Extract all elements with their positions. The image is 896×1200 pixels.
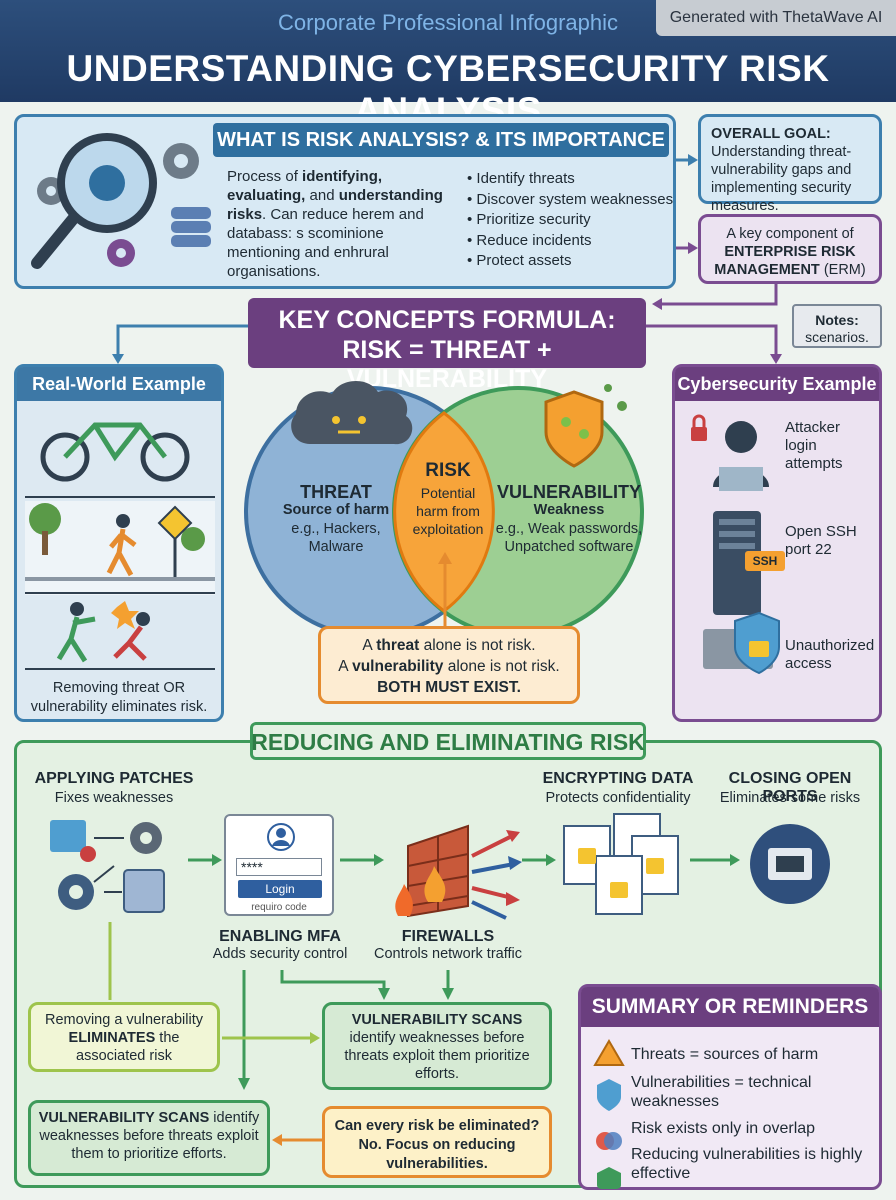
mfa-window: **** Login requiro code [224,814,334,916]
question-box: Can every risk be eliminated? No. Focus … [322,1106,552,1178]
what-is-description: Process of identifying, evaluating, and … [227,168,443,280]
what-is-title: WHAT IS RISK ANALYSIS? & ITS IMPORTANCE [217,129,665,151]
overall-goal-box: OVERALL GOAL: Understanding threat-vulne… [698,114,882,214]
real-world-panel: Real-World Example Removing threat OR vu… [14,364,224,722]
summary-panel: SUMMARY OR REMINDERS Threats = sources o… [578,984,882,1190]
risk-subtitle: Potential harm from exploitation [412,485,484,537]
ports-title: CLOSING OPEN PORTS [728,770,852,805]
cyber-item-access: Unauthorized access [785,637,875,672]
summary-title-bar [581,987,879,1027]
summary-title: SUMMARY OR REMINDERS [591,995,869,1018]
threat-subtitle: Source of harm [282,502,390,518]
user-icon [267,823,295,851]
generator-badge: Generated with ThetaWave AI [656,0,896,36]
venn-diagram [244,380,644,638]
vulnerability-scans-box-2: VULNERABILITY SCANS identify weaknesses … [28,1100,270,1176]
bicycle-pedestrian-icon [25,422,215,670]
formula-line1: KEY CONCEPTS FORMULA: [278,306,616,334]
risk-callout: A threat alone is not risk. A vulnerabil… [318,626,580,704]
vulnerability-title: VULNERABILITY [497,482,641,502]
risk-title: RISK [425,460,471,481]
top-connectors [112,154,782,364]
threat-example: e.g., Hackers, Malware [291,521,381,555]
reducing-title: REDUCING AND ELIMINATING RISK [251,729,645,755]
firewall-subtitle: Controls network traffic [373,946,522,962]
patches-icon [50,820,165,913]
summary-item: Reducing vulnerabilities is highly effec… [631,1146,863,1182]
mfa-password-field[interactable]: **** [236,858,322,876]
ssh-tag: SSH [745,551,785,571]
mfa-code-label: requiro code [251,902,307,913]
mfa-login-button[interactable]: Login [238,880,322,898]
callout-arrow [438,552,452,628]
real-world-title-bar [17,367,221,401]
arrow-4 [690,854,740,866]
bullet-item: Prioritize security [467,210,677,231]
patches-subtitle: Fixes weaknesses [54,790,174,806]
encrypted-files-icon [563,813,679,915]
threat-title: THREAT [300,482,372,502]
bullet-item: Reduce incidents [467,231,677,252]
vulnerability-subtitle: Weakness [533,502,605,518]
arrow-2 [340,854,384,866]
cyber-icons [691,414,780,675]
cyber-example-panel: Cybersecurity Example SSH Attacker login… [672,364,882,722]
formula-banner [248,298,646,368]
what-is-bullets: Identify threats Discover system weaknes… [467,169,677,272]
patches-title: APPLYING PATCHES [34,770,194,787]
arrow-1 [188,854,222,866]
summary-icons [593,1039,625,1189]
summary-item: Risk exists only in overlap [631,1120,816,1137]
reducing-title-bar [250,722,646,760]
bullet-item: Identify threats [467,169,677,190]
lower-connectors [108,922,454,1146]
cyber-title: Cybersecurity Example [677,374,877,394]
bullet-item: Protect assets [467,251,677,272]
cyber-item-login: Attacker login attempts [785,419,843,472]
firewall-title: FIREWALLS [401,928,495,945]
arrow-3 [522,854,556,866]
magnifier-gears-icon [31,133,211,269]
notes-box: Notes:scenarios. [792,304,882,348]
encrypt-subtitle: Protects confidentiality [545,790,691,806]
encrypt-title: ENCRYPTING DATA [542,770,694,787]
real-world-caption: Removing threat OR vulnerability elimina… [30,680,208,715]
summary-item: Threats = sources of harm [631,1046,819,1063]
mfa-title: ENABLING MFA [219,928,341,945]
what-is-title-bar [213,123,669,157]
network-port-icon [750,824,830,904]
cyber-title-bar [675,367,879,401]
vulnerability-example: e.g., Weak passwords, Unpatched software [495,521,643,555]
bullet-item: Discover system weaknesses [467,190,677,211]
cyber-item-ssh: Open SSH port 22 [785,523,857,558]
subtitle: Corporate Professional Infographic [278,10,618,35]
summary-item: Vulnerabilities = technical weaknesses [631,1074,812,1110]
mfa-subtitle: Adds security control [212,946,348,962]
real-world-title: Real-World Example [32,374,206,394]
what-is-panel: WHAT IS RISK ANALYSIS? & ITS IMPORTANCE … [14,114,676,289]
firewall-icon [395,824,522,920]
ports-subtitle: Eliminates some risks [719,790,861,806]
